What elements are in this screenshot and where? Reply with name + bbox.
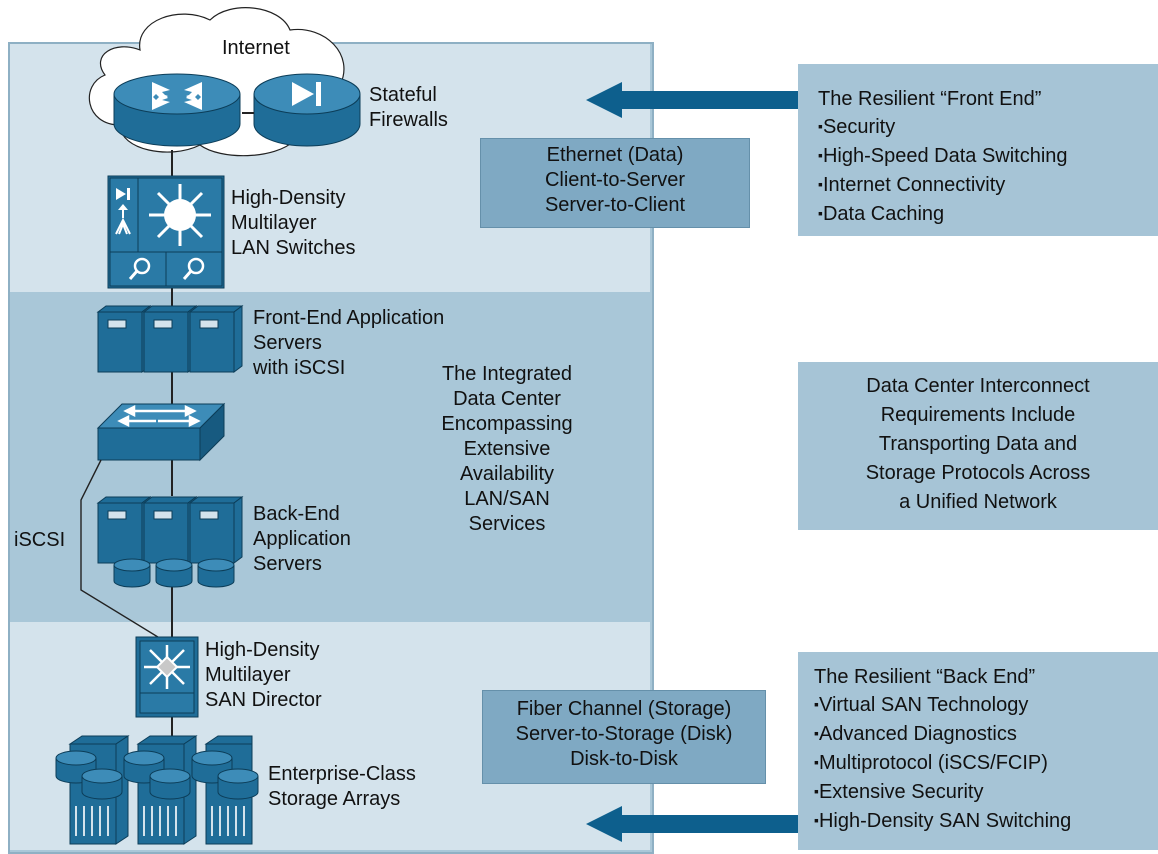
front-end-info-box: The Resilient “Front End” Security High-… bbox=[798, 64, 1158, 236]
ethernet-data-box: Ethernet (Data) Client-to-Server Server-… bbox=[480, 138, 750, 228]
lan-switch-icon bbox=[107, 175, 225, 289]
router-firewall-link bbox=[242, 112, 254, 114]
iscsi-label: iSCSI bbox=[14, 529, 66, 551]
back-end-title: The Resilient “Back End” bbox=[814, 666, 1036, 688]
list-item: High-Speed Data Switching bbox=[818, 142, 1158, 171]
firewall-icon bbox=[253, 73, 361, 147]
link-switch2-backend bbox=[171, 460, 173, 496]
list-item: Advanced Diagnostics bbox=[814, 720, 1158, 749]
fiber-line-1: Fiber Channel (Storage) bbox=[516, 698, 732, 720]
interconnect-box: Data Center Interconnect Requirements In… bbox=[798, 362, 1158, 530]
fiber-channel-box: Fiber Channel (Storage) Server-to-Storag… bbox=[482, 690, 766, 784]
interconnect-line-1: Data Center Interconnect bbox=[866, 375, 1090, 397]
fiber-line-2: Server-to-Storage (Disk) bbox=[515, 723, 733, 745]
front-end-arrow-icon bbox=[586, 82, 800, 118]
interconnect-line-3: Transporting Data and bbox=[878, 433, 1078, 455]
list-item: Virtual SAN Technology bbox=[814, 691, 1158, 720]
back-end-info-box: The Resilient “Back End” Virtual SAN Tec… bbox=[798, 652, 1158, 850]
ethernet-line-3: Server-to-Client bbox=[544, 194, 686, 216]
back-end-arrow-icon bbox=[586, 806, 800, 842]
san-director-icon bbox=[135, 636, 199, 718]
router-icon bbox=[113, 73, 241, 147]
front-end-title: The Resilient “Front End” bbox=[818, 88, 1042, 110]
link-switch-servers bbox=[171, 286, 173, 308]
interconnect-line-2: Requirements Include bbox=[880, 404, 1076, 426]
link-backend-director bbox=[171, 586, 173, 638]
storage-arrays-icon bbox=[55, 735, 259, 845]
fiber-line-3: Disk-to-Disk bbox=[570, 748, 678, 770]
ethernet-line-1: Ethernet (Data) bbox=[546, 144, 684, 166]
list-item: Extensive Security bbox=[814, 778, 1158, 807]
interconnect-line-4: Storage Protocols Across bbox=[865, 462, 1091, 484]
link-servers-switch2 bbox=[171, 372, 173, 404]
list-item: Data Caching bbox=[818, 200, 1158, 229]
link-router-switch bbox=[171, 150, 173, 178]
workgroup-switch-icon bbox=[96, 402, 226, 462]
iscsi-link bbox=[80, 459, 172, 646]
front-end-list: Security High-Speed Data Switching Inter… bbox=[818, 113, 1158, 229]
ethernet-line-2: Client-to-Server bbox=[544, 169, 686, 191]
front-end-servers-icon bbox=[96, 305, 244, 373]
internet-label: Internet bbox=[222, 37, 290, 59]
list-item: Internet Connectivity bbox=[818, 171, 1158, 200]
list-item: High-Density SAN Switching bbox=[814, 807, 1158, 836]
list-item: Multiprotocol (iSCS/FCIP) bbox=[814, 749, 1158, 778]
back-end-servers-icon bbox=[96, 496, 244, 588]
list-item: Security bbox=[818, 113, 1158, 142]
link-director-storage bbox=[171, 716, 173, 740]
interconnect-line-5: a Unified Network bbox=[899, 491, 1057, 513]
back-end-list: Virtual SAN Technology Advanced Diagnost… bbox=[814, 691, 1158, 836]
